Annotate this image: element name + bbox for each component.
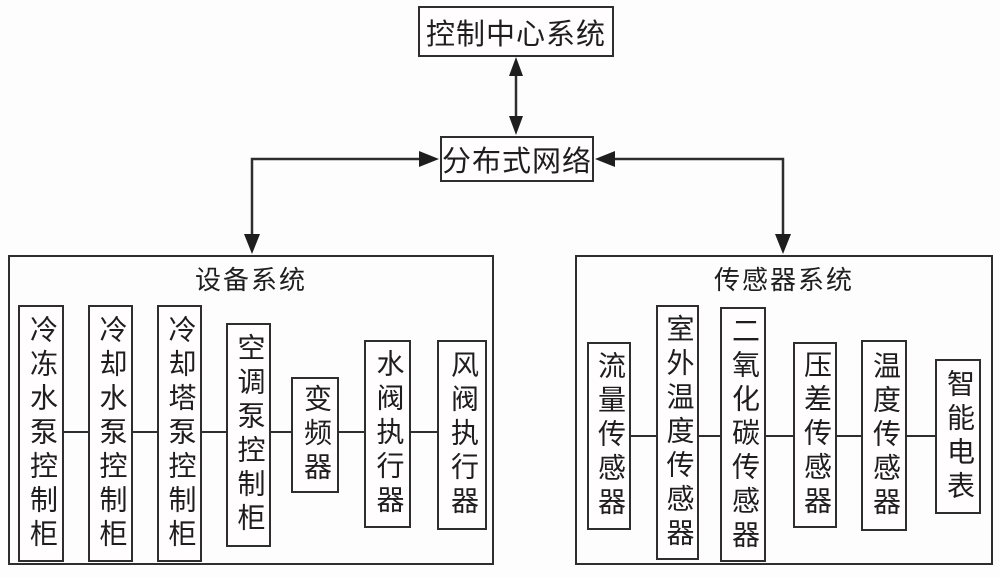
node-cooling-tower-pump-cabinet-label: 冷却塔泵控制柜 <box>164 314 196 553</box>
arrow-up-head <box>509 57 523 76</box>
node-chilled-water-pump-cabinet: 冷冻水泵控制柜 <box>18 305 64 562</box>
node-water-valve-actuator: 水阀执行器 <box>364 340 411 528</box>
node-air-valve-actuator: 风阀执行器 <box>437 340 487 530</box>
group-equipment-title: 设备系统 <box>194 266 307 295</box>
node-cooling-water-pump-cabinet-label: 冷却水泵控制柜 <box>95 314 127 553</box>
node-smart-meter-label: 智能电表 <box>943 368 974 505</box>
node-network-label: 分布式网络 <box>442 146 593 178</box>
node-temperature-sensor-label: 温度传感器 <box>869 350 900 521</box>
node-co2-sensor: 二氧化碳传感器 <box>720 307 766 562</box>
connector-center-network <box>509 57 523 135</box>
node-air-valve-actuator-label: 风阀执行器 <box>447 350 478 520</box>
node-outdoor-temperature-sensor: 室外温度传感器 <box>656 305 699 560</box>
node-temperature-sensor: 温度传感器 <box>861 340 907 531</box>
group-sensor-system: 传感器系统 流量传感器 室外温度传感器 二氧化碳传感器 压差传感器 温度传感器 … <box>575 255 993 565</box>
node-cooling-tower-pump-cabinet: 冷却塔泵控制柜 <box>157 305 202 562</box>
sensor-chain-line <box>607 435 959 437</box>
node-pressure-difference-sensor: 压差传感器 <box>793 342 837 528</box>
node-co2-sensor-label: 二氧化碳传感器 <box>728 315 759 554</box>
node-ac-pump-cabinet: 空调泵控制柜 <box>226 323 271 547</box>
node-flow-sensor: 流量传感器 <box>587 342 631 530</box>
connector-network-equipment <box>244 151 439 254</box>
group-equipment-system: 设备系统 冷冻水泵控制柜 冷却水泵控制柜 冷却塔泵控制柜 空调泵控制柜 变频器 … <box>8 255 494 565</box>
arrow-down-head <box>509 116 523 135</box>
arrow-right-head <box>419 151 439 167</box>
node-outdoor-temperature-sensor-label: 室外温度传感器 <box>662 313 694 552</box>
arrow-down-head <box>775 234 791 254</box>
node-chilled-water-pump-cabinet-label: 冷冻水泵控制柜 <box>26 314 57 553</box>
node-control-center-label: 控制中心系统 <box>425 18 606 51</box>
arrow-down-head <box>244 234 260 254</box>
arrow-left-head <box>595 151 615 167</box>
node-water-valve-actuator-label: 水阀执行器 <box>372 349 404 519</box>
node-pressure-difference-sensor-label: 压差传感器 <box>800 350 831 520</box>
node-flow-sensor-label: 流量传感器 <box>594 351 625 521</box>
node-frequency-converter: 变频器 <box>291 377 339 493</box>
node-ac-pump-cabinet-label: 空调泵控制柜 <box>233 333 265 537</box>
connector-network-sensor <box>595 151 791 254</box>
group-sensor-title: 传感器系统 <box>713 266 854 295</box>
node-frequency-converter-label: 变频器 <box>300 384 331 486</box>
node-smart-meter: 智能电表 <box>935 359 981 514</box>
node-control-center: 控制中心系统 <box>418 6 614 57</box>
node-cooling-water-pump-cabinet: 冷却水泵控制柜 <box>88 305 133 562</box>
node-network: 分布式网络 <box>440 136 594 182</box>
